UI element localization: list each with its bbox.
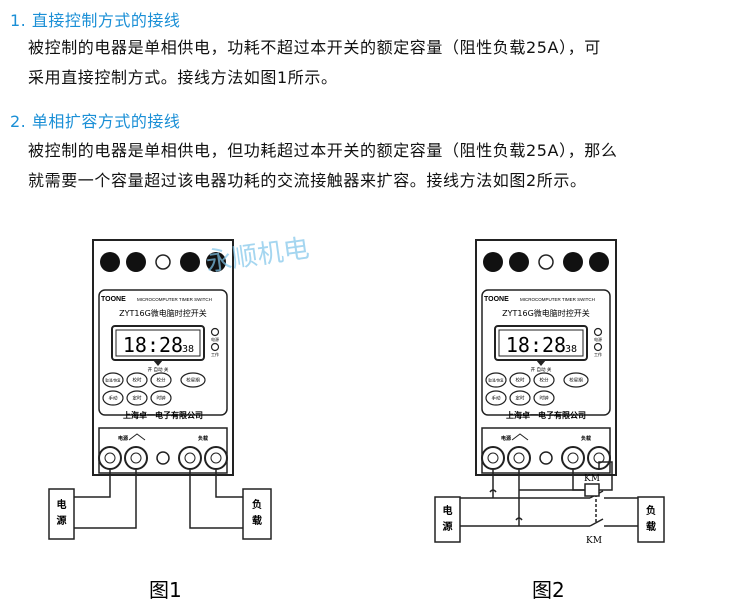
fig2-time-main: 18:28 — [506, 333, 566, 357]
fig1-time-main: 18:28 — [123, 333, 183, 357]
section2-line1: 被控制的电器是单相供电，但功耗超过本开关的额定容量（阻性负载25A），那么 — [28, 141, 618, 160]
fig1-term-left: 电源 — [118, 435, 128, 442]
fig2-brand: TOONE — [484, 296, 509, 303]
fig2-btn-clock: 时钟 — [540, 395, 549, 402]
fig2-device: TOONE MICROCOMPUTER TIMER SWITCH ZYT16G微… — [475, 239, 617, 476]
fig1-caption: 图1 — [149, 578, 182, 602]
fig1-load-label: 负载 — [252, 498, 262, 527]
fig2-km-label1: KM — [584, 474, 600, 484]
fig2-time-sec: 38 — [565, 344, 577, 355]
fig2-km-coil: KM — [584, 474, 600, 497]
section2-paragraph: 被控制的电器是单相供电，但功耗超过本开关的额定容量（阻性负载25A），那么 就需… — [28, 136, 738, 196]
fig1-btn-timer: 定时 — [133, 395, 142, 402]
fig1-term-right: 负载 — [198, 435, 208, 442]
fig2-btn-timer: 定时 — [516, 395, 525, 402]
fig1-power-box: 电源 — [48, 488, 75, 540]
section1-line1: 被控制的电器是单相供电，功耗不超过本开关的额定容量（阻性负载25A），可 — [28, 38, 601, 57]
fig1-btn-clock: 时钟 — [157, 395, 166, 402]
fig1-brand: TOONE — [101, 296, 126, 303]
fig2-series: MICROCOMPUTER TIMER SWITCH — [520, 297, 595, 302]
fig2-km-label2: KM — [586, 536, 602, 546]
fig1-under-lcd: 开 自动 关 — [148, 366, 169, 373]
section1-title: 1. 直接控制方式的接线 — [10, 11, 181, 30]
fig2-term-left: 电源 — [501, 435, 511, 442]
fig1-btn-settime: 校时 — [133, 377, 142, 384]
fig2-power-box: 电源 — [434, 496, 461, 543]
fig1-device: TOONE MICROCOMPUTER TIMER SWITCH ZYT16G微… — [92, 239, 234, 476]
fig1-time-sec: 38 — [182, 344, 194, 355]
fig2-caption: 图2 — [532, 578, 565, 602]
fig2-under-lcd: 开 自动 关 — [531, 366, 552, 373]
fig1-ind-power: 电源 — [211, 336, 219, 342]
section2-title: 2. 单相扩容方式的接线 — [10, 112, 181, 131]
fig2-btn-setweek: 校星期 — [569, 377, 583, 384]
fig1-btn-cancel: 取消/恢复 — [105, 378, 121, 383]
section2-line2: 就需要一个容量超过该电器功耗的交流接触器来扩容。接线方法如图2所示。 — [28, 171, 587, 190]
fig2-ind-work: 工作 — [594, 351, 602, 357]
fig2-model: ZYT16G微电脑时控开关 — [502, 308, 590, 318]
fig1-load-box: 负载 — [242, 488, 272, 540]
fig1-company: 上海卓一电子有限公司 — [123, 410, 203, 420]
section1-line2: 采用直接控制方式。接线方法如图1所示。 — [28, 68, 338, 87]
fig2-btn-cancel: 取消/恢复 — [488, 378, 504, 383]
fig2-load-label: 负载 — [646, 504, 656, 533]
fig2-btn-setmin: 校分 — [540, 377, 549, 384]
fig2-load-box: 负载 — [637, 496, 665, 543]
fig1-btn-setweek: 校星期 — [186, 377, 200, 384]
fig2-power-label: 电源 — [443, 504, 453, 533]
fig1-btn-manual: 手动 — [109, 395, 118, 402]
fig1-power-label: 电源 — [57, 498, 67, 527]
fig2-ind-power: 电源 — [594, 336, 602, 342]
fig2-company: 上海卓一电子有限公司 — [506, 410, 586, 420]
fig1-wiring — [74, 470, 243, 529]
fig1-ind-work: 工作 — [211, 351, 219, 357]
fig1-series: MICROCOMPUTER TIMER SWITCH — [137, 297, 212, 302]
fig1-model: ZYT16G微电脑时控开关 — [119, 308, 207, 318]
fig1-btn-setmin: 校分 — [157, 377, 166, 384]
fig2-btn-manual: 手动 — [492, 395, 501, 402]
section1-paragraph: 被控制的电器是单相供电，功耗不超过本开关的额定容量（阻性负载25A），可 采用直… — [28, 33, 738, 93]
fig2-term-right: 负载 — [581, 435, 591, 442]
fig2-btn-settime: 校时 — [516, 377, 525, 384]
